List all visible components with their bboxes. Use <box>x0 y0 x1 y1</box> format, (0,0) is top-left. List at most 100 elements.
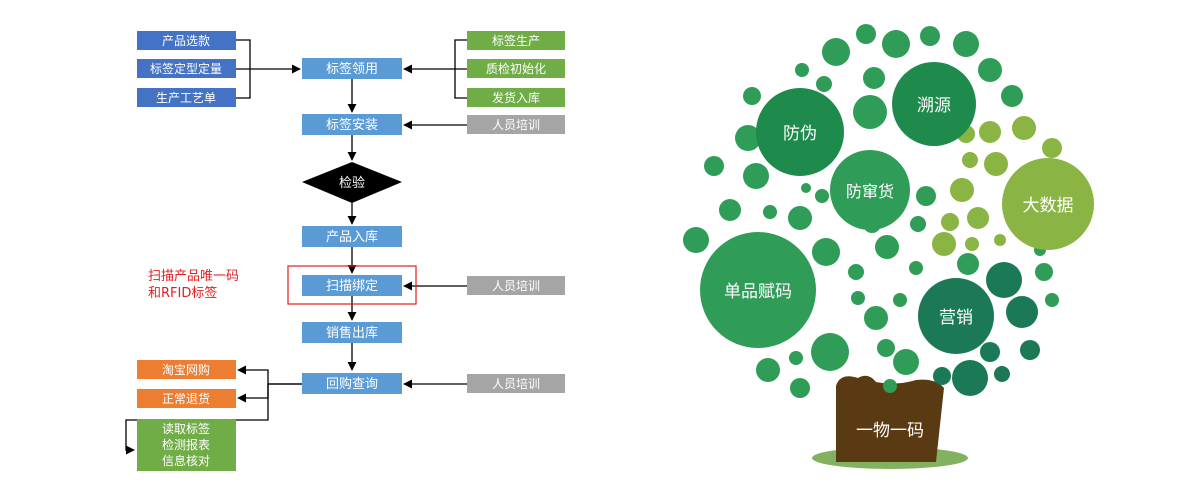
bubble <box>916 186 936 206</box>
bubble <box>994 366 1010 382</box>
bubble <box>1035 263 1053 281</box>
right-input-label-2: 质检初始化 <box>486 61 546 76</box>
bubble <box>893 349 919 375</box>
circle-marketing <box>918 278 994 354</box>
bubble <box>815 189 829 203</box>
training-box-3 <box>467 374 565 393</box>
bubble <box>883 379 897 393</box>
output-label-2: 正常退货 <box>162 391 210 406</box>
input-label-3: 生产工艺单 <box>156 91 216 105</box>
circle-item-coding <box>700 232 816 348</box>
bubble <box>952 360 988 396</box>
training-box-2 <box>467 276 565 295</box>
bubble <box>1020 340 1040 360</box>
bubble <box>953 31 979 57</box>
input-label-2: 标签定型定量 <box>150 61 222 76</box>
step-label-6: 销售出库 <box>326 325 378 341</box>
scan-highlight-frame <box>287 265 417 305</box>
step-box-6 <box>302 322 402 343</box>
bubble <box>932 232 956 256</box>
output-arrow-1 <box>237 365 302 385</box>
step-box-4 <box>302 226 402 247</box>
bubble <box>816 76 832 92</box>
scan-note-line-1: 扫描产品唯一码 <box>148 269 239 284</box>
canopy-bubbles <box>683 24 1062 398</box>
bubble <box>965 237 979 251</box>
bubble <box>994 234 1006 246</box>
bubble <box>719 199 741 221</box>
bubble <box>856 24 876 44</box>
output-multi-line-2: 检测报表 <box>162 437 210 452</box>
bubble <box>704 156 724 176</box>
right-input-label-3: 发货入库 <box>492 90 540 105</box>
scan-note-line-2: 和RFID标签 <box>148 285 217 301</box>
scan-note: 扫描产品唯一码 和RFID标签 <box>148 269 239 301</box>
bubble <box>822 38 850 66</box>
bubble <box>962 152 978 168</box>
right-input-box-1 <box>467 31 565 50</box>
tree-trunk <box>836 375 944 462</box>
bubble <box>957 253 979 275</box>
bubble <box>978 58 1002 82</box>
decision-label: 检验 <box>339 175 365 191</box>
input-box-2 <box>137 59 236 78</box>
step-label-4: 产品入库 <box>326 229 378 245</box>
input-box-1 <box>137 31 236 50</box>
bubble <box>933 367 951 385</box>
trunk-label: 一物一码 <box>856 421 924 441</box>
bubble <box>683 227 709 253</box>
bubble <box>743 163 769 189</box>
training-label-3: 人员培训 <box>492 376 540 391</box>
left-inputs: 产品选款 标签定型定量 生产工艺单 <box>137 31 236 107</box>
bubble <box>893 293 907 307</box>
right-input-box-3 <box>467 88 565 107</box>
bubble <box>864 306 888 330</box>
right-inputs: 标签生产 质检初始化 发货入库 <box>467 31 565 107</box>
bubble <box>909 261 923 275</box>
step-box-1 <box>302 58 402 79</box>
bubble <box>1042 138 1062 158</box>
label-anti-counterfeit: 防伪 <box>783 124 817 144</box>
circle-anti-diversion <box>830 150 910 230</box>
output-box-3 <box>137 419 236 471</box>
bubble <box>801 183 811 193</box>
circle-traceability <box>892 62 976 146</box>
bubble <box>763 205 777 219</box>
bubble <box>853 95 887 129</box>
outputs: 淘宝网购 正常退货 读取标签 检测报表 信息核对 <box>137 360 236 471</box>
output-multi-line-3: 信息核对 <box>162 453 210 468</box>
bubble <box>790 378 810 398</box>
main-steps: 标签领用 标签安装 检验 产品入库 扫描绑定 销售出库 回购查询 <box>287 58 417 394</box>
bubble <box>980 342 1000 362</box>
bubble <box>848 264 864 280</box>
input-label-1: 产品选款 <box>162 34 210 48</box>
bubble <box>795 63 809 77</box>
bubble <box>979 121 1001 143</box>
bubble <box>789 351 803 365</box>
bubble <box>1006 296 1038 328</box>
tree-illustration: 防伪 溯源 防窜货 大数据 单品赋码 营销 一物一码 <box>683 24 1094 469</box>
bubble <box>875 235 899 259</box>
bubble <box>735 125 761 151</box>
step-label-5: 扫描绑定 <box>326 279 378 294</box>
bubble <box>984 152 1008 176</box>
bubble <box>743 87 761 105</box>
training-boxes: 人员培训 人员培训 人员培训 <box>467 115 565 393</box>
step-box-2 <box>302 114 402 135</box>
bubble <box>788 206 812 230</box>
step-box-7 <box>302 373 402 394</box>
bubble <box>863 67 885 89</box>
right-input-label-1: 标签生产 <box>492 33 540 48</box>
step-box-5 <box>302 275 402 296</box>
bubble <box>1012 116 1036 140</box>
bubble <box>756 358 780 382</box>
bubble <box>812 238 840 266</box>
training-box-1 <box>467 115 565 134</box>
bubble <box>851 291 865 305</box>
step-label-1: 标签领用 <box>326 61 378 77</box>
training-label-2: 人员培训 <box>492 278 540 293</box>
bubble <box>1045 293 1059 307</box>
bubble <box>877 339 895 357</box>
